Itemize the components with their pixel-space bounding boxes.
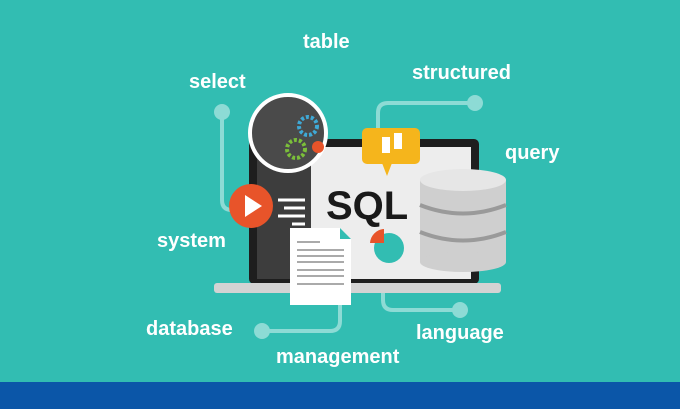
pie-chart-icon	[370, 229, 404, 263]
label-select: select	[189, 71, 246, 93]
gears-icon	[248, 93, 328, 173]
label-table: table	[303, 31, 350, 53]
label-query: query	[505, 142, 560, 164]
label-database: database	[146, 318, 233, 340]
sql-text: SQL	[326, 184, 409, 228]
speech-bubble-icon	[362, 128, 420, 176]
label-structured: structured	[412, 62, 511, 84]
footer-bar	[0, 382, 680, 409]
connector-dots	[214, 95, 483, 339]
play-icon	[229, 184, 273, 228]
document-icon	[290, 228, 351, 305]
database-icon	[419, 169, 507, 272]
label-system: system	[157, 230, 226, 252]
label-language: language	[416, 322, 504, 344]
label-management: management	[276, 346, 400, 368]
